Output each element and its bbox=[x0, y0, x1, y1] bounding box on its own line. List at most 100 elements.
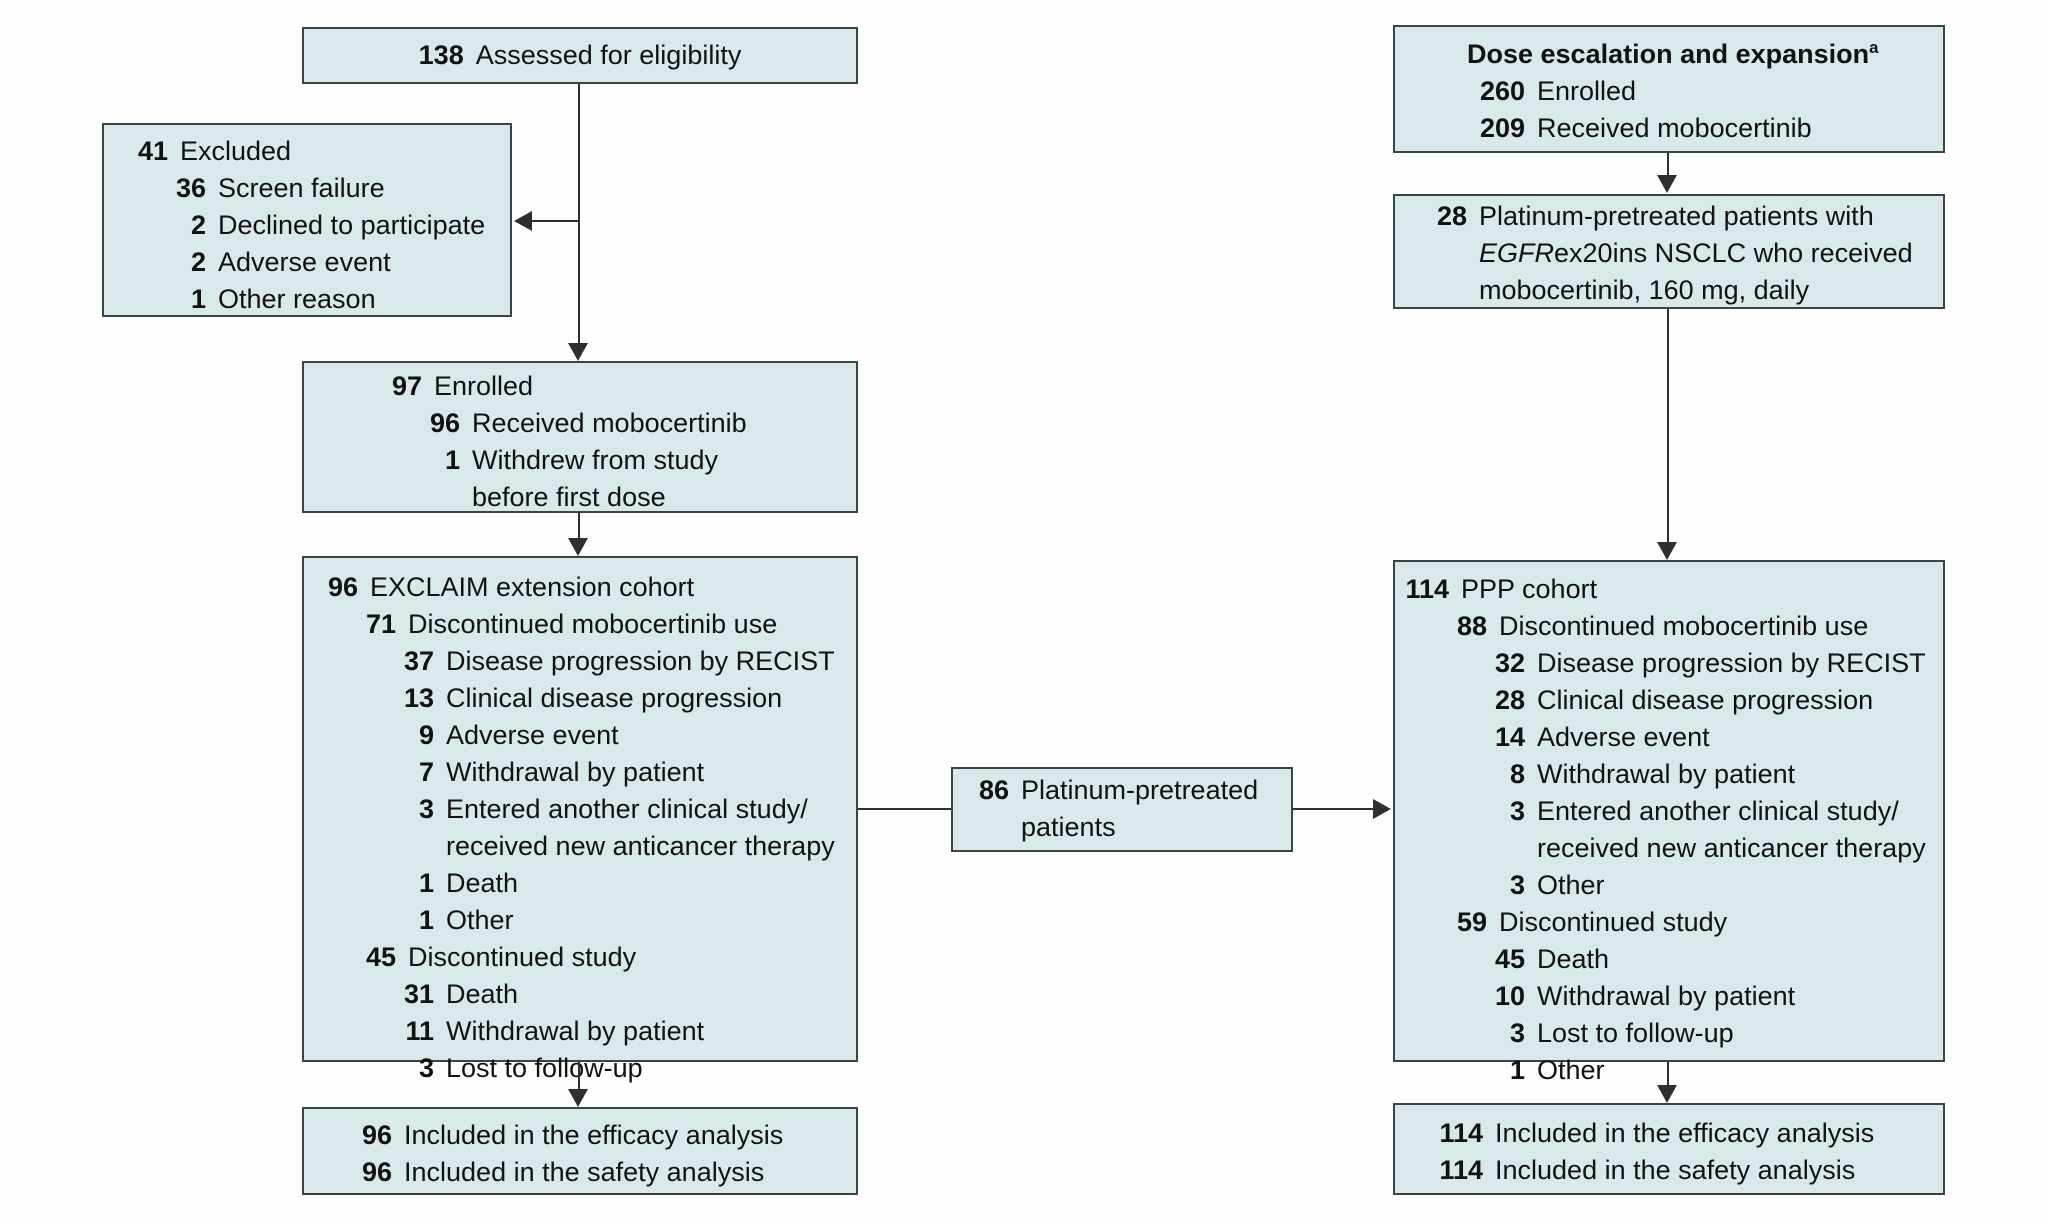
flow-label-line2: patients bbox=[1021, 812, 1116, 842]
flow-label: Included in the efficacy analysis bbox=[1495, 1118, 1875, 1148]
flow-label: Discontinued study bbox=[1499, 907, 1728, 937]
flow-line: 260 Enrolled bbox=[1473, 73, 1935, 110]
flow-line: 3 Lost to follow-up bbox=[1473, 1015, 1935, 1052]
flow-line: 37 Disease progression by RECIST bbox=[382, 643, 848, 680]
flow-label-line3: mobocertinib, 160 mg, daily bbox=[1479, 275, 1810, 305]
box-assessed-eligibility: 138 Assessed for eligibility bbox=[302, 27, 858, 84]
count: 7 bbox=[418, 757, 434, 787]
flow-line: 209 Received mobocertinib bbox=[1473, 110, 1935, 147]
count: 114 bbox=[1439, 1155, 1483, 1185]
count: 114 bbox=[1439, 1118, 1483, 1148]
flow-label: Disease progression by RECIST bbox=[446, 646, 835, 676]
flow-label-line2: received new anticancer therapy bbox=[1537, 833, 1926, 863]
flow-label: Withdrew from study before first dose bbox=[472, 442, 848, 516]
count: 32 bbox=[1494, 648, 1525, 678]
count: 71 bbox=[365, 609, 396, 639]
flow-label-line1: Platinum-pretreated bbox=[1021, 775, 1259, 805]
flow-label: Adverse event bbox=[1537, 722, 1710, 752]
count: 3 bbox=[1509, 870, 1525, 900]
flow-line: 3 Lost to follow-up bbox=[382, 1050, 848, 1087]
count: 9 bbox=[418, 720, 434, 750]
flow-label: Other bbox=[1537, 1055, 1605, 1085]
box-analysis-right: 114 Included in the efficacy analysis 11… bbox=[1393, 1103, 1945, 1195]
flow-label-line2-rest: ex20ins NSCLC who received bbox=[1554, 238, 1913, 268]
flow-line: 36 Screen failure bbox=[154, 170, 502, 207]
count: 45 bbox=[1494, 944, 1525, 974]
flow-line: 71 Discontinued mobocertinib use bbox=[344, 606, 848, 643]
flow-label: Assessed for eligibility bbox=[475, 40, 742, 70]
arrowhead-right-icon bbox=[1373, 799, 1391, 819]
arrowhead-down-icon bbox=[1657, 542, 1677, 560]
flow-line: 59 Discontinued study bbox=[1435, 904, 1935, 941]
gene-name-italic: EGFR bbox=[1479, 238, 1555, 268]
flow-line: 2 Declined to participate bbox=[154, 207, 502, 244]
flow-label: Withdrawal by patient bbox=[446, 757, 705, 787]
flow-label: Screen failure bbox=[218, 173, 385, 203]
flow-line: 8 Withdrawal by patient bbox=[1473, 756, 1935, 793]
flow-line: 3 Entered another clinical study/ receiv… bbox=[382, 791, 848, 865]
count: 10 bbox=[1494, 981, 1525, 1011]
flow-label: Entered another clinical study/ received… bbox=[1537, 793, 1935, 867]
box-ppp-cohort: 114 PPP cohort 88 Discontinued mobocerti… bbox=[1393, 560, 1945, 1085]
flow-line: 1 Other reason bbox=[154, 281, 502, 318]
flow-line: 96 EXCLAIM extension cohort bbox=[306, 569, 848, 606]
box-platinum-pretreated-86: 86 Platinum-pretreated patients bbox=[951, 767, 1293, 852]
box-excluded: 41 Excluded 36 Screen failure 2 Declined… bbox=[102, 123, 512, 317]
box-analysis-left: 96 Included in the efficacy analysis 96 … bbox=[302, 1107, 858, 1195]
flow-line: 13 Clinical disease progression bbox=[382, 680, 848, 717]
count: 1 bbox=[418, 868, 434, 898]
flow-label: Other reason bbox=[218, 284, 376, 314]
count: 59 bbox=[1456, 907, 1487, 937]
arrowhead-down-icon bbox=[568, 538, 588, 556]
flow-label-line2: before first dose bbox=[472, 482, 666, 512]
flow-label: Entered another clinical study/ received… bbox=[446, 791, 848, 865]
count: 2 bbox=[190, 247, 206, 277]
count: 31 bbox=[403, 979, 434, 1009]
count: 1 bbox=[1509, 1055, 1525, 1085]
flow-line: 1 Other bbox=[1473, 1052, 1935, 1089]
flow-label: Platinum-pretreated patients with EGFRex… bbox=[1479, 198, 1935, 309]
flow-line: 11 Withdrawal by patient bbox=[382, 1013, 848, 1050]
flow-label: Other bbox=[1537, 870, 1605, 900]
arrowhead-left-icon bbox=[514, 211, 532, 231]
flow-label: Discontinued mobocertinib use bbox=[1499, 611, 1869, 641]
flow-label: Withdrawal by patient bbox=[1537, 759, 1796, 789]
flow-label: Excluded bbox=[180, 136, 292, 166]
count: 28 bbox=[1436, 201, 1467, 231]
box-title: Dose escalation and expansiona bbox=[1467, 36, 1935, 73]
flow-label: Received mobocertinib bbox=[472, 408, 747, 438]
flow-label: Lost to follow-up bbox=[446, 1053, 643, 1083]
arrowhead-down-icon bbox=[1657, 1085, 1677, 1103]
count: 41 bbox=[137, 136, 168, 166]
flow-line: 7 Withdrawal by patient bbox=[382, 754, 848, 791]
flow-line: 114 PPP cohort bbox=[1397, 571, 1935, 608]
box-platinum-pretreated-28: 28 Platinum-pretreated patients with EGF… bbox=[1393, 194, 1945, 309]
flow-label: Received mobocertinib bbox=[1537, 113, 1812, 143]
connector-enrolled-to-exclaim bbox=[578, 513, 580, 540]
flow-line: 28 Clinical disease progression bbox=[1473, 682, 1935, 719]
flow-line: 31 Death bbox=[382, 976, 848, 1013]
count: 37 bbox=[403, 646, 434, 676]
flow-line: 3 Entered another clinical study/ receiv… bbox=[1473, 793, 1935, 867]
connector-branch-to-excluded bbox=[528, 220, 579, 222]
count: 88 bbox=[1456, 611, 1487, 641]
connector-platinum86-to-ppp bbox=[1293, 808, 1373, 810]
flow-line: 10 Withdrawal by patient bbox=[1473, 978, 1935, 1015]
connector-exclaim-to-analysis bbox=[578, 1062, 580, 1091]
connector-assessed-to-enrolled bbox=[578, 84, 580, 345]
count: 138 bbox=[418, 40, 464, 70]
count: 8 bbox=[1509, 759, 1525, 789]
flow-label-line1: Entered another clinical study/ bbox=[1537, 796, 1899, 826]
count: 3 bbox=[418, 1053, 434, 1083]
flow-label: Adverse event bbox=[446, 720, 619, 750]
count: 1 bbox=[418, 905, 434, 935]
count: 2 bbox=[190, 210, 206, 240]
count: 97 bbox=[391, 371, 422, 401]
box-title-text: Dose escalation and expansion bbox=[1467, 39, 1870, 69]
connector-exclaim-to-platinum86 bbox=[858, 808, 951, 810]
flow-line: 1 Withdrew from study before first dose bbox=[408, 442, 848, 516]
count: 1 bbox=[444, 445, 460, 475]
arrowhead-down-icon bbox=[568, 343, 588, 361]
count: 209 bbox=[1479, 113, 1525, 143]
flow-label: Clinical disease progression bbox=[446, 683, 783, 713]
